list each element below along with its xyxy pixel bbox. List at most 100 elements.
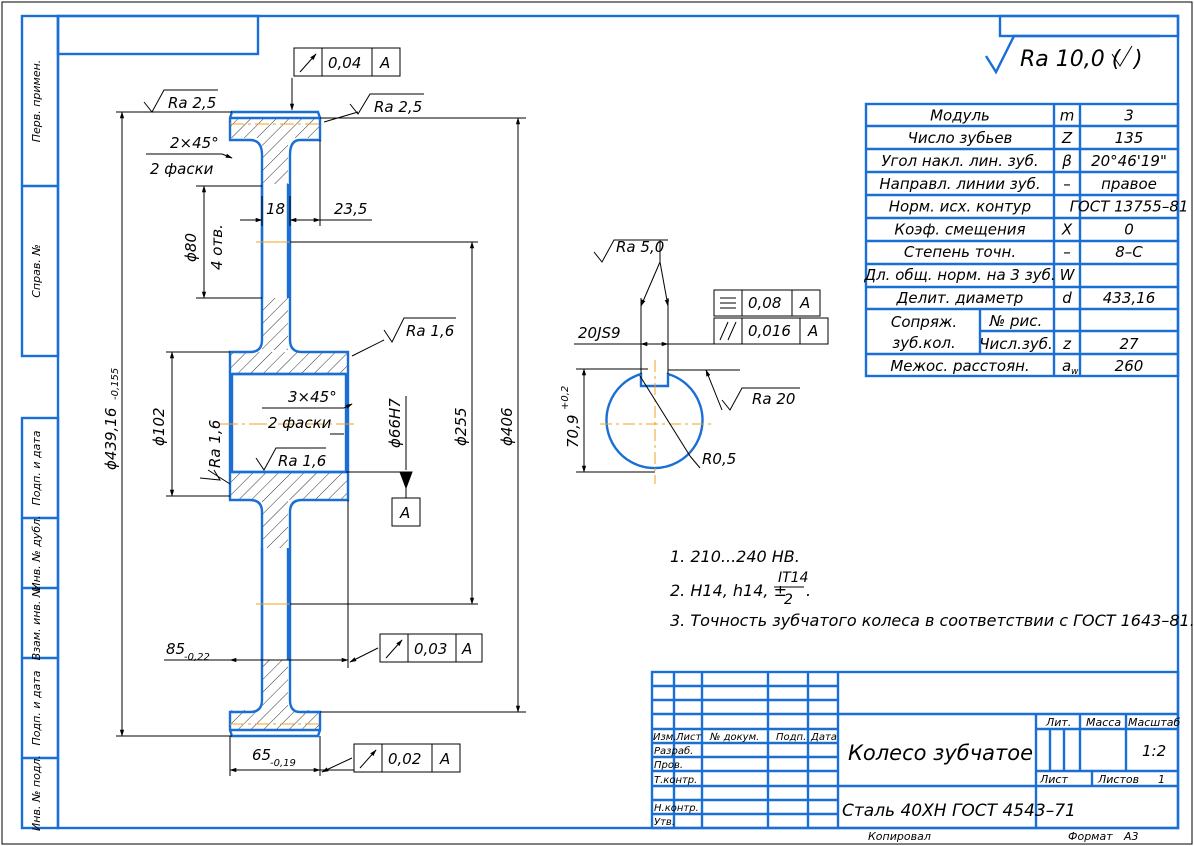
svg-text:-0,19: -0,19 (270, 758, 296, 769)
params-val: ГОСТ 13755–81 (1070, 198, 1189, 216)
svg-text:-0,22: -0,22 (184, 652, 210, 663)
svg-text:1: 1 (1158, 773, 1165, 786)
svg-text:Копировал: Копировал (868, 830, 931, 843)
params-val: 433,16 (1103, 289, 1156, 307)
svg-text:2 фаски: 2 фаски (268, 414, 332, 432)
stamp-podp1: Подп. и дата (30, 430, 43, 505)
svg-text:A: A (799, 294, 810, 312)
svg-text:ϕ439,16: ϕ439,16 (102, 408, 120, 470)
svg-text:-0,155: -0,155 (110, 368, 121, 400)
svg-text:Масса: Масса (1086, 716, 1121, 729)
svg-text:Числ.зуб.: Числ.зуб. (979, 335, 1053, 353)
params-name: Норм. исх. контур (889, 198, 1031, 216)
part-name: Колесо зубчатое (848, 741, 1033, 765)
svg-text:3×45°: 3×45° (288, 388, 337, 406)
svg-text:Дата: Дата (810, 732, 837, 743)
svg-text:0,016: 0,016 (748, 322, 791, 340)
datum-box: A (391, 497, 421, 527)
params-name: Степень точн. (904, 243, 1016, 261)
params-table (864, 102, 1180, 378)
svg-text:Ra 2,5: Ra 2,5 (168, 94, 216, 112)
svg-text:ϕ66H7: ϕ66H7 (386, 398, 404, 448)
svg-text:Листов: Листов (1097, 773, 1139, 786)
svg-text:20JS9: 20JS9 (578, 324, 621, 342)
params-name: Модуль (930, 106, 990, 124)
params-sym: W (1060, 266, 1076, 284)
svg-text:ϕ255: ϕ255 (452, 407, 470, 446)
params-sym: m (1060, 106, 1075, 124)
svg-text:A: A (439, 750, 450, 768)
svg-text:Лит.: Лит. (1045, 716, 1071, 729)
svg-text:2. H14, h14, ±: 2. H14, h14, ± (670, 581, 787, 600)
mating-cells: Сопряж. зуб.кол. № рис. Числ.зуб. z 27 М… (890, 312, 1143, 377)
params-name: Дл. общ. норм. на 3 зуб. (863, 266, 1055, 284)
svg-text:23,5: 23,5 (334, 200, 367, 218)
gear-section-view (220, 110, 358, 738)
params-sym: β (1061, 152, 1072, 170)
svg-text:0,04: 0,04 (328, 54, 361, 72)
top-left-box (56, 14, 260, 56)
svg-text:a: a (1062, 357, 1071, 375)
svg-text:70,9: 70,9 (564, 415, 582, 448)
params-val: 0 (1124, 220, 1134, 238)
keyway-dimensions (574, 239, 800, 473)
svg-text:260: 260 (1115, 357, 1144, 375)
svg-text:Формат: Формат (1068, 830, 1113, 843)
stamp-inv-dubl: Инв. № дубл. (30, 515, 43, 590)
svg-text:2: 2 (784, 592, 793, 608)
side-stamp-columns (20, 14, 60, 830)
params-val: правое (1101, 175, 1157, 193)
svg-text:Ra 1,6: Ra 1,6 (206, 420, 224, 468)
svg-text:ϕ102: ϕ102 (150, 407, 168, 446)
params-val: 8–С (1115, 243, 1143, 261)
top-right-box (998, 14, 1180, 38)
params-sym: Z (1061, 129, 1073, 147)
svg-text:Ra 20: Ra 20 (752, 390, 795, 408)
svg-text:w: w (1071, 367, 1079, 377)
title-block (650, 670, 1180, 830)
svg-text:ϕ406: ϕ406 (498, 407, 516, 446)
svg-text:Утв.: Утв. (654, 817, 675, 828)
svg-text:+0,2: +0,2 (560, 386, 571, 410)
svg-text:R0,5: R0,5 (702, 450, 736, 468)
svg-text:65: 65 (252, 746, 271, 764)
stamp-vzam: Взам. инв. № (30, 586, 43, 661)
svg-text:Масштаб: Масштаб (1128, 716, 1180, 729)
svg-text:Разраб.: Разраб. (654, 745, 693, 757)
svg-text:0,03: 0,03 (414, 640, 447, 658)
svg-text:2 фаски: 2 фаски (150, 160, 214, 178)
svg-text:4 отв.: 4 отв. (208, 224, 226, 270)
tol-frame-par: 0,016 A (713, 317, 829, 345)
svg-text:85: 85 (166, 640, 185, 658)
svg-text:A: A (379, 54, 390, 72)
title-block-texts: Изм. Лист № докум. Подп. Дата Разраб. Пр… (653, 716, 1180, 843)
params-sym: – (1063, 175, 1071, 193)
svg-text:0,08: 0,08 (748, 294, 781, 312)
general-roughness: Ra 10,0 ( ) (984, 34, 1160, 75)
svg-text:Н.контр.: Н.контр. (654, 803, 699, 814)
svg-text:27: 27 (1119, 335, 1139, 353)
params-sym: d (1062, 289, 1072, 307)
svg-text:Межос. расстоян.: Межос. расстоян. (890, 357, 1029, 375)
svg-text:Т.контр.: Т.контр. (654, 775, 697, 786)
svg-text:Ra 10,0 (: Ra 10,0 ( (1020, 47, 1122, 72)
svg-text:z: z (1062, 335, 1072, 353)
keyway-texts: Ra 5,0 Ra 20 20JS9 70,9 +0,2 R0,5 (560, 238, 795, 468)
svg-text:Лист: Лист (1039, 773, 1068, 786)
svg-text:Изм.: Изм. (653, 732, 677, 743)
svg-text:Ra 5,0: Ra 5,0 (616, 238, 664, 256)
tol-frame-bottom: 0,02 A (353, 743, 461, 773)
tol-frame-sym: 0,08 A (713, 289, 821, 317)
svg-text:0,02: 0,02 (388, 750, 421, 768)
tol-frame-mid: 0,03 A (379, 633, 483, 663)
svg-text:A: A (461, 640, 472, 658)
svg-text:3. Точность зубчатого колеса: 3. Точность зубчатого колеса в соответст… (670, 611, 1194, 630)
stamp-sprav: Справ. № (30, 244, 43, 298)
svg-text:Подп.: Подп. (776, 732, 806, 743)
params-val: 20°46'19" (1091, 152, 1167, 170)
svg-text:1. 210...240 HB.: 1. 210...240 HB. (670, 547, 800, 566)
svg-text:Пров.: Пров. (654, 760, 683, 771)
params-name: Делит. диаметр (896, 289, 1024, 307)
